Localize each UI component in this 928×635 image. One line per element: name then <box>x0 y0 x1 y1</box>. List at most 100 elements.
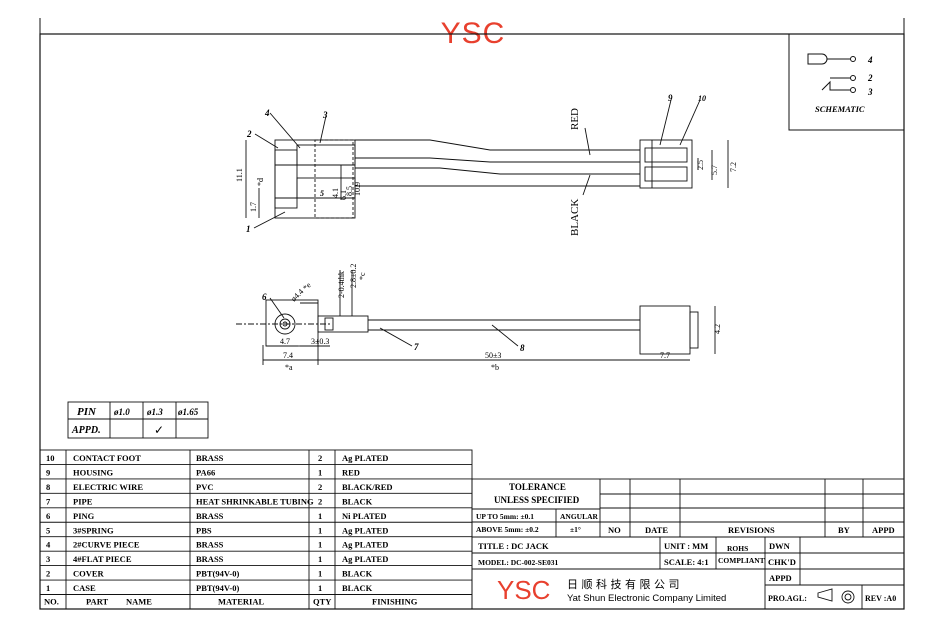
bom-cell-r8-c4: BLACK <box>342 569 373 579</box>
bom-cell-r5-c3: 1 <box>318 525 322 535</box>
bom-cell-r5-c2: PBS <box>196 525 212 535</box>
callout-9: 9 <box>668 93 673 103</box>
bom-cell-r7-c3: 1 <box>318 554 322 564</box>
dim-11-1: 11.1 <box>235 168 244 182</box>
dim-phi-4-4: ø4.4 <box>289 287 305 303</box>
bom-cell-r8-c2: PBT(94V-0) <box>196 569 239 579</box>
dim-50: 50±3 <box>485 351 501 360</box>
appd-label: APPD <box>769 573 792 583</box>
angular-label: ANGULAR <box>560 512 599 521</box>
rev-col-revisions: REVISIONS <box>728 525 775 535</box>
rev-col-appd: APPD <box>872 525 895 535</box>
dim-4-7: 4.7 <box>280 337 290 346</box>
rev-col-date: DATE <box>645 525 668 535</box>
tol-above: ABOVE 5mm: ±0.2 <box>476 525 539 534</box>
bom-cell-r9-c1: CASE <box>73 583 96 593</box>
bom-cell-r6-c2: BRASS <box>196 540 224 550</box>
bom-cell-r4-c1: PING <box>73 511 95 521</box>
bom-cell-r1-c3: 1 <box>318 467 322 477</box>
bom-cell-r7-c2: BRASS <box>196 554 224 564</box>
projection-symbol-icon <box>817 588 855 604</box>
schematic-box: 4 2 3 SCHEMATIC <box>788 33 905 131</box>
bom-cell-r8-c1: COVER <box>73 569 105 579</box>
bom-cell-r3-c1: PIPE <box>73 496 93 506</box>
bom-cell-r6-c3: 1 <box>318 540 322 550</box>
company-name-cn: 日 顺 科 技 有 限 公 司 <box>567 577 679 591</box>
pin-appd-label: APPD. <box>71 425 101 436</box>
angular-value: ±1° <box>570 525 581 534</box>
bom-header-4: QTY <box>313 597 331 607</box>
dwn-label: DWN <box>769 541 791 551</box>
dim-2-5: 2.5 <box>696 160 705 170</box>
callout-3: 3 <box>322 110 328 120</box>
bom-cell-r9-c3: 1 <box>318 583 322 593</box>
bom-cell-r3-c2: HEAT SHRINKABLE TUBING <box>196 496 314 506</box>
rev-label: REV :A0 <box>865 594 896 603</box>
bom-cell-r9-c0: 1 <box>46 583 50 593</box>
callout-1: 1 <box>246 224 251 234</box>
bom-cell-r6-c1: 2#CURVE PIECE <box>73 540 140 550</box>
pin-check-mark: ✓ <box>154 423 164 437</box>
callout-2: 2 <box>246 129 252 139</box>
callout-5: 5 <box>320 189 324 198</box>
chkd-label: CHK'D <box>768 557 796 567</box>
pin-size-2: ø1.3 <box>146 407 163 417</box>
rev-col-no: NO <box>608 525 621 535</box>
schematic-title: SCHEMATIC <box>815 104 865 114</box>
callout-6: 6 <box>262 292 267 302</box>
bom-cell-r9-c4: BLACK <box>342 583 373 593</box>
bom-cell-r0-c3: 2 <box>318 453 322 463</box>
dim-4-1: 4.1 <box>331 188 340 198</box>
dim-b: *b <box>491 363 499 372</box>
dim-a: *a <box>285 363 293 372</box>
tolerance-label: TOLERANCE <box>509 482 566 492</box>
scale-label: SCALE: 4:1 <box>664 557 709 567</box>
dim-0-4thk: 2-0.4thk <box>337 271 346 298</box>
bom-cell-r1-c2: PA66 <box>196 467 215 477</box>
bom-cell-r5-c0: 5 <box>46 525 50 535</box>
wire-black-label: BLACK <box>569 199 581 236</box>
dim-10-9: 10.9 <box>353 182 362 196</box>
dim-7-4: 7.4 <box>283 351 293 360</box>
dim-4-2: 4.2 <box>713 324 722 334</box>
bom-cell-r8-c3: 1 <box>318 569 322 579</box>
bom-cell-r4-c2: BRASS <box>196 511 224 521</box>
dim-8-5: 8.5 <box>345 186 354 196</box>
bom-cell-r2-c3: 2 <box>318 482 322 492</box>
callout-10: 10 <box>698 94 706 103</box>
bom-header-0: NO. <box>44 597 59 607</box>
pin-table <box>67 401 209 439</box>
bom-cell-r4-c0: 6 <box>46 511 50 521</box>
bom-header-1: PART <box>86 597 109 607</box>
bom-header-3: MATERIAL <box>218 597 264 607</box>
bom-cell-r2-c1: ELECTRIC WIRE <box>73 482 143 492</box>
tol-upto: UP TO 5mm: ±0.1 <box>476 512 534 521</box>
title-block <box>471 478 905 610</box>
bom-cell-r3-c0: 7 <box>46 496 51 506</box>
compliant-label: COMPLIANT <box>718 556 765 565</box>
bom-cell-r7-c1: 4#FLAT PIECE <box>73 554 132 564</box>
unless-label: UNLESS SPECIFIED <box>494 495 580 505</box>
bom-cell-r3-c4: BLACK <box>342 496 373 506</box>
company-name-en: Yat Shun Electronic Company Limited <box>567 593 726 604</box>
pin-size-1: ø1.0 <box>113 407 130 417</box>
callout-7: 7 <box>414 342 419 352</box>
bom-cell-r0-c4: Ag PLATED <box>342 453 388 463</box>
bom-cell-r4-c4: Ni PLATED <box>342 511 386 521</box>
model-number: MODEL: DC-002-SE031 <box>478 558 558 567</box>
dim-5-7: 5.7 <box>710 165 719 175</box>
bom-cell-r9-c2: PBT(94V-0) <box>196 583 239 593</box>
dim-2-8: 2.8±0.2 <box>349 264 358 288</box>
bom-cell-r1-c0: 9 <box>46 467 50 477</box>
drawing-title: TITLE : DC JACK <box>478 541 549 551</box>
bom-cell-r2-c4: BLACK/RED <box>342 482 393 492</box>
dim-3: 3±0.3 <box>311 337 329 346</box>
side-view-drawing <box>236 270 716 365</box>
proagl-label: PRO.AGL: <box>768 594 807 603</box>
rev-col-by: BY <box>838 525 850 535</box>
bom-cell-r6-c0: 4 <box>46 540 51 550</box>
bom-cell-r8-c0: 2 <box>46 569 50 579</box>
dim-6-1: 6.1 <box>339 190 348 200</box>
pin-size-3: ø1.65 <box>177 407 199 417</box>
dim-d: *d <box>256 178 265 186</box>
